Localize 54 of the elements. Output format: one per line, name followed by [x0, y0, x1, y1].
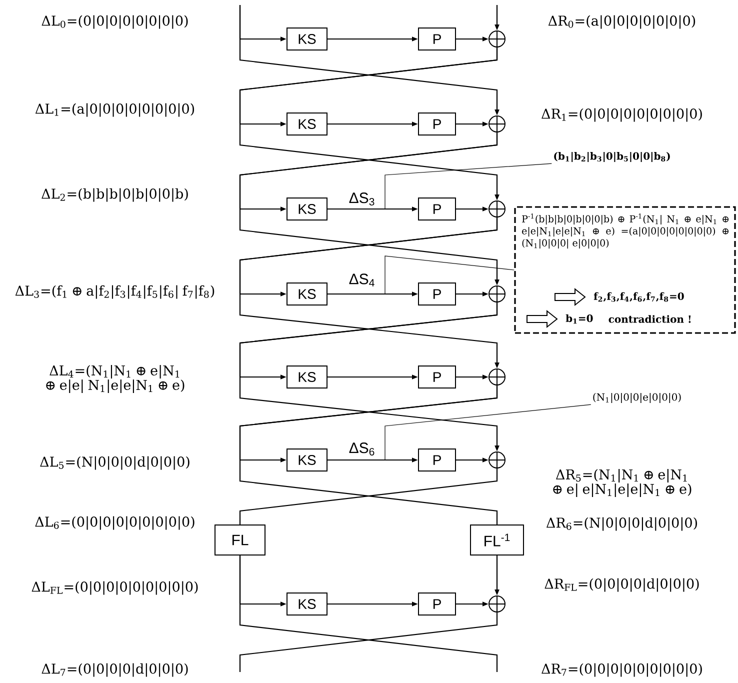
- difference-label: ΔL$_{0}$=(0|0|0|0|0|0|0|0): [42, 15, 188, 29]
- function-box: KS: [286, 198, 328, 220]
- function-box: KS: [286, 448, 328, 472]
- xor-symbol: [488, 200, 506, 218]
- note-text: b$_{1}$=0: [566, 314, 593, 324]
- difference-label: ΔS$_{3}$: [349, 192, 374, 206]
- note-text: contradiction !: [608, 315, 691, 323]
- function-box: P: [418, 112, 456, 136]
- difference-label: ΔR$_{0}$=(a|0|0|0|0|0|0|0): [548, 15, 696, 29]
- connector-line: [239, 386, 498, 524]
- callout-text: (N$_{1}$|0|0|0|e|0|0|0): [593, 393, 681, 403]
- xor-symbol: [488, 286, 506, 302]
- leader-line: [384, 256, 514, 294]
- xor-symbol: [488, 596, 506, 612]
- difference-label: ΔR$_{7}$=(0|0|0|0|0|0|0|0|0): [542, 663, 702, 677]
- function-box: KS: [286, 112, 328, 136]
- difference-label: ΔR$_{1}$=(0|0|0|0|0|0|0|0|0): [542, 108, 702, 122]
- difference-label: ΔR$_{6}$=(N|0|0|0|d|0|0|0): [546, 517, 697, 531]
- difference-label: ΔL$_{6}$=(0|0|0|0|0|0|0|0|0): [35, 516, 194, 530]
- connector-line: [239, 612, 498, 672]
- connector-line: [239, 556, 498, 672]
- function-box: P: [418, 28, 456, 50]
- function-box: P: [418, 282, 456, 306]
- difference-label: ΔL$_{7}$=(0|0|0|0|d|0|0|0): [42, 663, 188, 677]
- difference-label: ΔL$_{5}$=(N|0|0|0|d|0|0|0): [40, 456, 190, 470]
- leader-line: [384, 404, 592, 460]
- difference-label: ΔL$_{2}$=(b|b|b|0|b|0|0|b): [42, 188, 188, 202]
- function-box: FL: [214, 524, 266, 556]
- difference-label: ΔR$_{5}$=(N$_{1}$|N$_{1}$ ⊕ e|N$_{1}$ ⊕ e| e|N$_{1}$|e|e|N$_{1}$ ⊕ e): [553, 469, 692, 497]
- function-box: P: [418, 592, 456, 616]
- function-box: FL$^{-1}$: [470, 524, 524, 556]
- xor-symbol: [488, 452, 506, 468]
- function-box: P: [418, 448, 456, 472]
- difference-label: ΔL$_{FL}$=(0|0|0|0|0|0|0|0|0): [32, 581, 198, 595]
- xor-symbol: [488, 116, 506, 132]
- function-box: P: [418, 198, 456, 220]
- function-box: KS: [286, 592, 328, 616]
- difference-label: ΔR$_{FL}$=(0|0|0|0|d|0|0|0): [544, 578, 699, 592]
- difference-label: ΔS$_{6}$: [349, 442, 374, 456]
- difference-label: ΔL$_{3}$=(f$_{1}$ ⊕ a|f$_{2}$|f$_{3}$|f$_{4}$|f$_{5}$|f$_{6}$| f$_{7}$|f$_{8}$): [15, 285, 214, 299]
- xor-symbol: [488, 368, 506, 386]
- xor-symbol: [488, 30, 506, 48]
- difference-label: ΔL$_{4}$=(N$_{1}$|N$_{1}$ ⊕ e|N$_{1}$ ⊕ e|e| N$_{1}$|e|e|N$_{1}$ ⊕ e): [46, 365, 184, 393]
- note-text: P$^{-1}$(b|b|b|0|b|0|0|b) ⊕ P$^{-1}$(N$_{1}$| N$_{1}$ ⊕ e|N$_{1}$ ⊕ e|e|N$_{1}$|e|e|N$_{1}$ ⊕ e) =(a|0|0|0|0|0|0|0|0) ⊕ (N$_{1}$|0|0|0| e|0|0|0): [522, 214, 729, 249]
- function-box: KS: [286, 28, 328, 50]
- difference-label: ΔL$_{1}$=(a|0|0|0|0|0|0|0|0): [35, 103, 194, 117]
- note-text: f$_{2}$,f$_{3}$,f$_{4}$,f$_{6}$,f$_{7}$,f$_{8}$=0: [594, 292, 684, 302]
- connector-line: [239, 468, 498, 524]
- callout-text: (b$_{1}$|b$_{2}$|b$_{3}$|0|b$_{5}$|0|0|b$_{8}$): [554, 152, 670, 162]
- function-box: KS: [286, 366, 328, 388]
- function-box: KS: [286, 282, 328, 306]
- leader-line: [384, 163, 552, 210]
- difference-label: ΔS$_{4}$: [349, 274, 374, 286]
- function-box: P: [418, 366, 456, 388]
